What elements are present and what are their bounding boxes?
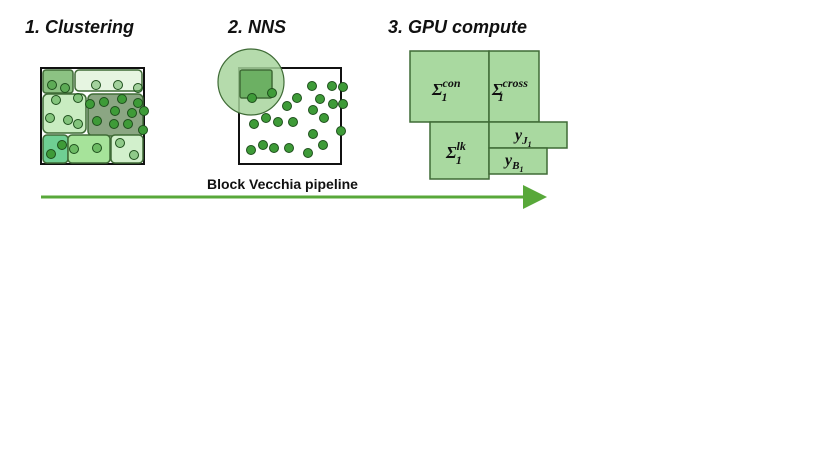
data-point — [249, 119, 259, 129]
data-point — [308, 105, 318, 115]
data-point — [60, 83, 70, 93]
nns-points — [246, 81, 348, 158]
y-b-label: yB1 — [503, 152, 523, 174]
data-point — [338, 99, 348, 109]
data-point — [288, 117, 298, 127]
data-point — [246, 145, 256, 155]
data-point — [115, 138, 125, 148]
cluster-block — [67, 134, 111, 164]
data-point — [303, 148, 313, 158]
data-point — [315, 94, 325, 104]
data-point — [51, 95, 61, 105]
data-point — [318, 140, 328, 150]
data-point — [319, 113, 329, 123]
data-point — [47, 80, 57, 90]
data-point — [336, 126, 346, 136]
step-title-clustering: 1. Clustering — [25, 17, 135, 37]
data-point — [338, 82, 348, 92]
data-point — [284, 143, 294, 153]
data-point — [267, 88, 277, 98]
y-j-label: yJ1 — [513, 127, 532, 149]
sigma-lk-block — [429, 121, 490, 180]
data-point — [85, 99, 95, 109]
data-point — [99, 97, 109, 107]
data-point — [92, 116, 102, 126]
data-point — [113, 80, 123, 90]
data-point — [282, 101, 292, 111]
step-title-nns: 2. NNS — [228, 17, 287, 37]
data-point — [133, 98, 143, 108]
nns-panel — [217, 48, 348, 165]
data-point — [261, 113, 271, 123]
data-point — [129, 150, 139, 160]
clustering-panel — [40, 67, 149, 165]
data-point — [63, 115, 73, 125]
data-point — [57, 140, 67, 150]
data-point — [127, 108, 137, 118]
data-point — [269, 143, 279, 153]
data-point — [73, 119, 83, 129]
data-point — [117, 94, 127, 104]
sigma-cross-block — [488, 50, 540, 123]
cluster-block — [74, 69, 143, 92]
data-point — [328, 99, 338, 109]
data-point — [139, 106, 149, 116]
y-b-block — [488, 147, 548, 175]
cluster-points — [45, 80, 149, 160]
sigma-con-block — [409, 50, 490, 123]
data-point — [91, 80, 101, 90]
data-point — [46, 149, 56, 159]
data-point — [258, 140, 268, 150]
data-point — [109, 119, 119, 129]
data-point — [138, 125, 148, 135]
data-point — [73, 93, 83, 103]
pipeline-label: Block Vecchia pipeline — [207, 176, 358, 192]
data-point — [307, 81, 317, 91]
data-point — [123, 119, 133, 129]
cluster-block — [110, 134, 144, 164]
data-point — [247, 93, 257, 103]
data-point — [110, 106, 120, 116]
data-point — [292, 93, 302, 103]
data-point — [92, 143, 102, 153]
data-point — [273, 117, 283, 127]
data-point — [133, 83, 143, 93]
step-title-gpu-compute: 3. GPU compute — [388, 17, 528, 37]
data-point — [45, 113, 55, 123]
data-point — [69, 144, 79, 154]
data-point — [327, 81, 337, 91]
data-point — [308, 129, 318, 139]
